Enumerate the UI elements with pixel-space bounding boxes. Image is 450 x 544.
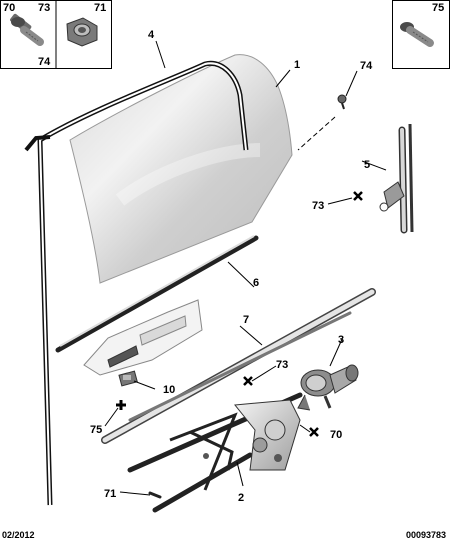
callout-74: 74	[360, 60, 373, 72]
callout-75: 75	[90, 424, 102, 436]
callout-3: 3	[338, 334, 344, 346]
inset-box-bolt-75: 75	[392, 0, 450, 69]
callout-10: 10	[163, 384, 175, 396]
label-73-inset: 73	[38, 2, 50, 14]
callout-2: 2	[238, 492, 244, 504]
label-70-inset: 70	[3, 2, 15, 14]
callout-4: 4	[148, 29, 155, 41]
label-74-inset: 74	[38, 56, 51, 68]
bolt-71-icon	[148, 491, 162, 499]
callout-labels: 1 2 3 4 5 6 7 10 70 71 73 73 74 75	[90, 29, 373, 504]
flange-bolt-icon	[10, 13, 44, 46]
window-regulator	[127, 392, 303, 513]
footer-reference: 00093783	[405, 530, 446, 540]
inner-trim-panel	[83, 299, 203, 376]
inset-box-bolt-nut: 70 73 74 71	[0, 0, 112, 69]
cross-icon	[309, 427, 319, 437]
flange-bolt-icon	[400, 22, 434, 47]
callout-1: 1	[294, 59, 300, 71]
rear-glass-run-channel	[379, 123, 414, 234]
bolt-74-icon	[337, 94, 347, 110]
cross-icon	[353, 191, 363, 201]
callout-73-upper: 73	[312, 200, 324, 212]
plus-icon	[116, 400, 126, 410]
label-75-inset: 75	[432, 2, 444, 14]
window-frame-seal	[24, 60, 249, 506]
leader-lines	[104, 40, 387, 496]
footer-date: 02/2012	[2, 530, 35, 540]
regulator-motor	[297, 364, 359, 411]
cross-markers	[116, 191, 363, 437]
label-71-inset: 71	[94, 2, 106, 14]
callout-5: 5	[364, 159, 370, 171]
callout-6: 6	[253, 277, 259, 289]
door-glass	[69, 54, 293, 284]
trim-clip	[118, 370, 138, 387]
callout-70: 70	[330, 429, 342, 441]
outer-waist-strip	[101, 288, 376, 444]
hex-nut-icon	[66, 17, 98, 47]
callout-71: 71	[104, 488, 116, 500]
callout-73-lower: 73	[276, 359, 288, 371]
cross-icon	[243, 376, 253, 386]
callout-7: 7	[243, 314, 249, 326]
waist-seal-strip	[55, 235, 259, 353]
